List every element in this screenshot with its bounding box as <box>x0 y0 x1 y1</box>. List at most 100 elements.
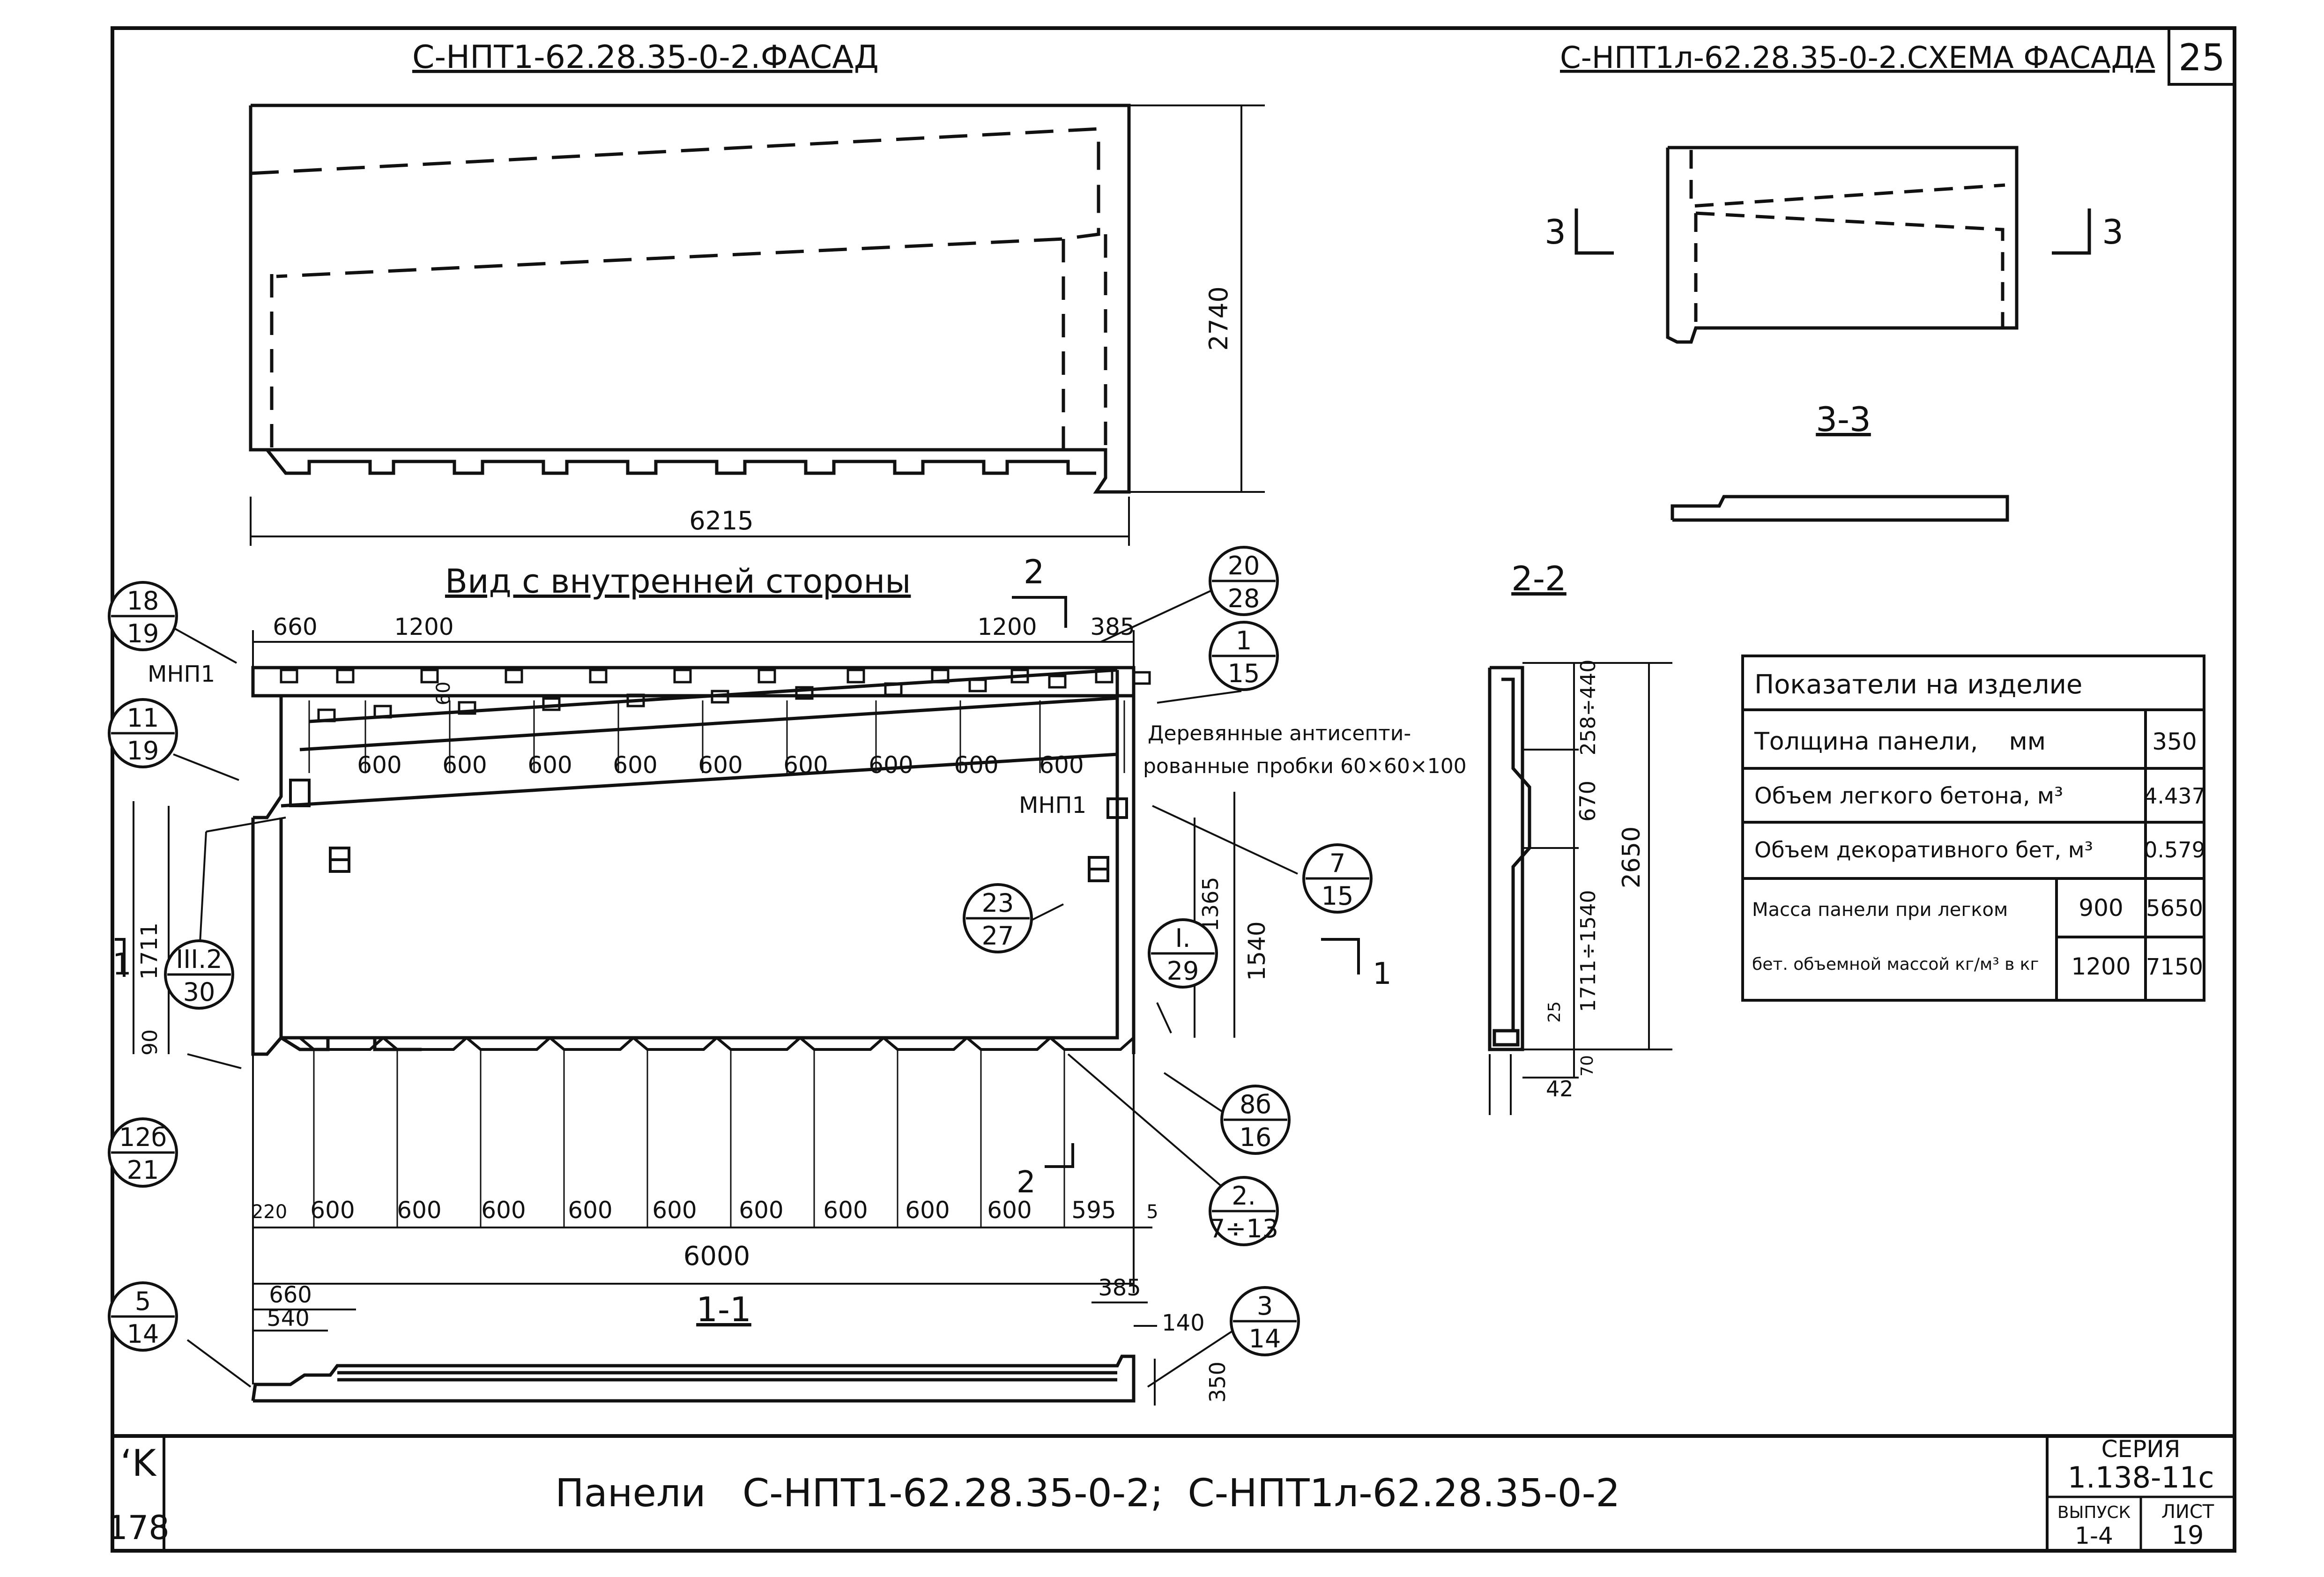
s11-dim-660: 660 <box>269 1282 312 1308</box>
row-mass-sub-900: 900 <box>2079 894 2123 922</box>
s22-dim-mid: 1711÷1540 <box>1576 890 1600 1012</box>
page-number: 25 <box>2178 37 2225 79</box>
footer-title: Панели С-НПТ1-62.28.35-0-2; С-НПТ1л-62.2… <box>555 1471 1620 1516</box>
bolt-lower <box>968 678 987 692</box>
facade-dims <box>250 104 1265 546</box>
callout-bottom: 15 <box>1228 659 1260 688</box>
bolt-top <box>420 669 439 684</box>
callout-bottom: 7÷13 <box>1209 1214 1278 1243</box>
bolt-lower <box>711 690 729 704</box>
callout-bottom: 14 <box>1249 1324 1281 1354</box>
bolt-top <box>505 669 523 684</box>
row-deco-concrete-label: Объем декоративного бет, м³ <box>1754 837 2093 863</box>
callout-top: 11 <box>127 703 159 733</box>
anchor-plate-right <box>1106 797 1128 819</box>
callout-top: 12б <box>119 1123 167 1152</box>
facade-width-dim: 6215 <box>689 506 753 536</box>
section-2-2-dims <box>1489 662 1672 1115</box>
bolt-lower <box>542 697 561 711</box>
bottom-tooth <box>883 1036 968 1051</box>
callout-bubble: I.29 <box>1148 918 1218 989</box>
bolt-lower <box>1132 671 1151 685</box>
callout-bottom: 21 <box>127 1155 159 1185</box>
cut-1-1-left-label: 1 <box>112 947 132 982</box>
callout-top: 8б <box>1240 1090 1271 1119</box>
row-mass-label-2: бет. объемной массой кг/м³ в кг <box>1752 955 2039 974</box>
section-1-1-profile <box>251 1354 1136 1403</box>
scheme-cut-right: 3 <box>2102 212 2124 252</box>
total-width-dim: 6000 <box>683 1241 750 1272</box>
cut-1-1-left-mark <box>115 938 126 977</box>
callout-top: 20 <box>1228 551 1260 580</box>
bottom-dim-text: 600 <box>568 1197 612 1224</box>
bolt-dim-text: 600 <box>527 751 572 779</box>
facade-height-dim: 2740 <box>1204 286 1233 350</box>
bottom-tooth <box>382 1036 468 1051</box>
callout-top: 5 <box>135 1287 151 1316</box>
bolt-lower <box>317 708 336 722</box>
bottom-dim-text: 600 <box>823 1197 868 1224</box>
scheme-cut-marks <box>1574 208 2091 255</box>
callout-bottom: 19 <box>127 619 159 648</box>
bolt-lower <box>1048 675 1067 689</box>
bolt-lower <box>795 686 814 700</box>
bolt-lower <box>626 693 645 707</box>
note-plugs-line1: Деревянные антисепти- <box>1148 722 1411 745</box>
callout-top: 7 <box>1329 848 1345 878</box>
s11-thickness: 350 <box>1205 1361 1230 1403</box>
indicators-table <box>1741 655 2205 1002</box>
scheme-cut-left: 3 <box>1544 212 1566 252</box>
row-mass-value-900: 5650 <box>2146 895 2203 922</box>
section-3-3-title: 3-3 <box>1816 400 1871 439</box>
inner-bottom-teeth <box>299 1036 1135 1227</box>
bolt-dim-text: 600 <box>357 751 401 779</box>
bottom-dim-text: 600 <box>481 1197 526 1224</box>
left-dim-90: 90 <box>138 1029 162 1056</box>
callout-top: 1 <box>1236 626 1252 655</box>
callout-top: I. <box>1175 923 1190 953</box>
facade-title: С-НПТ1-62.28.35-0-2.ФАСАД <box>412 39 879 76</box>
scheme-title: С-НПТ1л-62.28.35-0-2.СХЕМА ФАСАДА <box>1560 41 2155 75</box>
row-thickness-value: 350 <box>2152 728 2197 755</box>
callout-top: 18 <box>127 586 159 616</box>
top-dim-1200-right: 1200 <box>977 613 1037 640</box>
callout-bottom: 16 <box>1240 1123 1272 1152</box>
row-mass-sub-1200: 1200 <box>2071 953 2131 980</box>
cut-2-2-bottom-label: 2 <box>1017 1165 1036 1200</box>
row-light-concrete-value: 4.437 <box>2144 783 2205 809</box>
sheet-frame <box>111 26 2236 1553</box>
series-label: СЕРИЯ <box>2101 1436 2181 1463</box>
facade-view <box>249 104 1131 494</box>
bottom-dim-text: 220 <box>252 1201 287 1223</box>
callout-bottom: 15 <box>1322 881 1354 911</box>
section-2-2-title: 2-2 <box>1511 559 1567 598</box>
issue-label: ВЫПУСК <box>2057 1503 2131 1522</box>
scheme-view <box>1666 146 2019 344</box>
inner-view-title: Вид с внутренней стороны <box>445 562 911 601</box>
bottom-tooth <box>716 1036 801 1051</box>
callout-bubble: 514 <box>108 1281 178 1352</box>
embedded-plates <box>329 847 1109 882</box>
stamp-top: ʻK <box>120 1443 157 1485</box>
callout-bubble: 115 <box>1209 621 1279 691</box>
row-light-concrete-label: Объем легкого бетона, м³ <box>1754 783 2063 809</box>
bolt-lower <box>373 705 392 719</box>
bolt-top <box>673 669 692 684</box>
callout-bottom: 30 <box>183 977 215 1007</box>
bottom-dim-text: 595 <box>1071 1197 1116 1224</box>
bolt-top <box>931 669 950 684</box>
callout-top: 3 <box>1257 1291 1273 1321</box>
cut-1-1-right-label: 1 <box>1373 957 1392 991</box>
bolt-dim-text: 600 <box>783 751 828 779</box>
callout-bottom: 28 <box>1228 584 1260 613</box>
callout-bottom: 19 <box>127 736 159 766</box>
right-dim-1365: 1365 <box>1198 877 1223 931</box>
s22-height: 2650 <box>1618 826 1646 888</box>
label-mnp1-left: МНП1 <box>148 661 215 687</box>
bottom-dim-text: 600 <box>987 1197 1032 1224</box>
s22-dim-70: 70 <box>1578 1055 1597 1077</box>
